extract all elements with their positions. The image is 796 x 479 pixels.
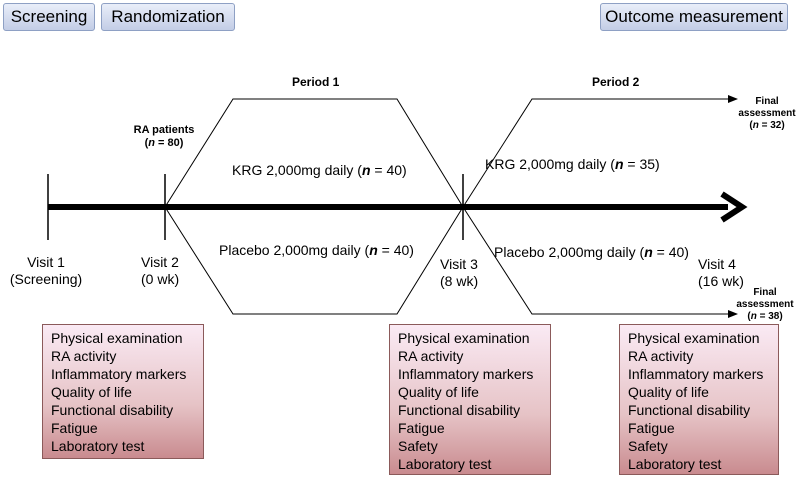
assessment-item: Fatigue	[51, 420, 98, 436]
assessment-item: Safety	[398, 438, 438, 454]
timeline-arrowhead	[720, 191, 748, 223]
period1-lower-arm-path	[164, 206, 464, 315]
visit3-label: Visit 3(8 wk)	[440, 256, 479, 289]
assessment-item: Fatigue	[628, 420, 675, 436]
period1-label: Period 1	[292, 75, 340, 89]
assessment-item: Laboratory test	[51, 438, 145, 454]
period2-placebo-arm-label: Placebo 2,000mg daily (n = 40)	[494, 244, 689, 260]
period1-placebo-arm-label: Placebo 2,000mg daily (n = 40)	[219, 242, 414, 258]
period1-upper-arm-path	[164, 98, 464, 208]
period2-lower-arm-path	[462, 206, 738, 318]
assessment-item: RA activity	[51, 348, 117, 364]
visit1-label: Visit 1(Screening)	[9, 254, 83, 287]
phase-randomization-label: Randomization	[111, 7, 225, 26]
assessment-item: Functional disability	[398, 402, 521, 418]
assessment-item: Laboratory test	[628, 456, 722, 472]
assessment-item: Physical examination	[398, 330, 530, 346]
visit4-label: Visit 4(16 wk)	[698, 256, 744, 289]
enrollment-count: (n = 80)	[144, 137, 184, 149]
period2-label: Period 2	[592, 75, 640, 89]
assessment-item: Quality of life	[628, 384, 709, 400]
final-assessment-top: Final assessment (n = 32)	[738, 96, 796, 131]
assessment-item: Physical examination	[628, 330, 760, 346]
assessment-item: Laboratory test	[398, 456, 492, 472]
assessment-item: Inflammatory markers	[398, 366, 534, 382]
period2-krg-arm-label: KRG 2,000mg daily (n = 35)	[485, 156, 660, 172]
assessment-item: RA activity	[628, 348, 694, 364]
assessment-item: Inflammatory markers	[51, 366, 187, 382]
phase-screening: Screening	[3, 3, 95, 31]
visit2-label: Visit 2(0 wk)	[141, 254, 180, 287]
enrollment-title: RA patients	[133, 124, 195, 136]
final-assessment-bottom: Final assessment (n = 38)	[736, 287, 794, 322]
phase-randomization: Randomization	[101, 3, 235, 31]
assessment-item: Quality of life	[398, 384, 479, 400]
visit4-assessments-box: Physical examination RA activity Inflamm…	[619, 324, 779, 475]
assessment-item: Safety	[628, 438, 668, 454]
period2-upper-arm-path	[462, 95, 738, 208]
phase-outcome-measurement: Outcome measurement	[600, 3, 788, 31]
assessment-item: Functional disability	[628, 402, 751, 418]
enrollment-label: RA patients (n = 80)	[128, 124, 200, 150]
assessment-item: Functional disability	[51, 402, 174, 418]
assessment-item: Fatigue	[398, 420, 445, 436]
period1-krg-arm-label: KRG 2,000mg daily (n = 40)	[232, 162, 407, 178]
assessment-item: Quality of life	[51, 384, 132, 400]
assessment-item: RA activity	[398, 348, 464, 364]
visit3-assessments-box: Physical examination RA activity Inflamm…	[389, 324, 551, 475]
assessment-item: Inflammatory markers	[628, 366, 764, 382]
assessment-item: Physical examination	[51, 330, 183, 346]
phase-outcome-label: Outcome measurement	[605, 7, 783, 26]
phase-screening-label: Screening	[10, 7, 88, 26]
visit2-assessments-box: Physical examination RA activity Inflamm…	[42, 324, 204, 459]
